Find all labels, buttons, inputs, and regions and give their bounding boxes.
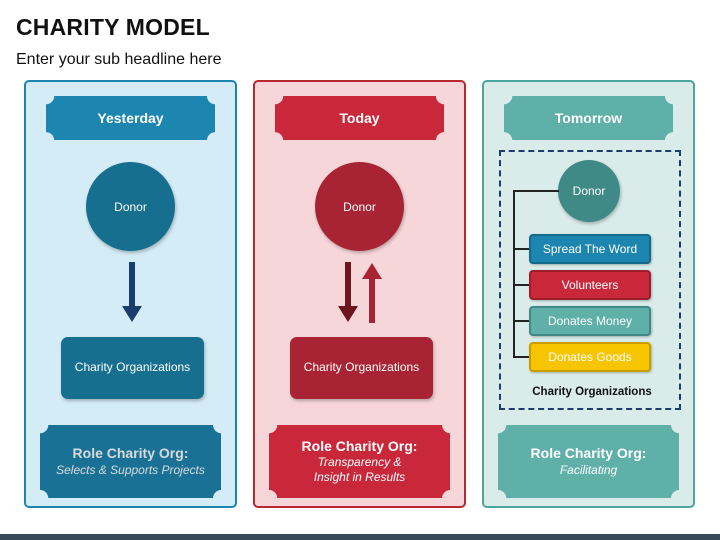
tree-connector bbox=[513, 356, 531, 358]
tomorrow-donor: Donor bbox=[558, 160, 620, 222]
down-arrow-icon bbox=[338, 262, 358, 322]
tomorrow-role-text: Facilitating bbox=[559, 462, 618, 477]
action-donates-money: Donates Money bbox=[529, 306, 651, 336]
tomorrow-panel: Tomorrow Donor Spread The Word Volunteer… bbox=[482, 80, 695, 508]
footer-bar bbox=[0, 534, 720, 540]
today-heading: Today bbox=[275, 96, 444, 140]
down-arrow-icon bbox=[122, 262, 142, 322]
today-organizations: Charity Organizations bbox=[290, 337, 433, 399]
tomorrow-heading: Tomorrow bbox=[504, 96, 673, 140]
yesterday-role-text: Selects & Supports Projects bbox=[56, 462, 205, 477]
tomorrow-organizations-label: Charity Organizations bbox=[532, 386, 652, 398]
action-spread-the-word: Spread The Word bbox=[529, 234, 651, 264]
today-panel: Today Donor Charity Organizations Role C… bbox=[253, 80, 466, 508]
yesterday-donor: Donor bbox=[86, 162, 175, 251]
yesterday-panel: Yesterday Donor Charity Organizations Ro… bbox=[24, 80, 237, 508]
up-arrow-icon bbox=[362, 263, 382, 323]
yesterday-role-title: Role Charity Org: bbox=[72, 445, 189, 462]
tree-connector bbox=[513, 320, 531, 322]
tree-connector bbox=[513, 284, 531, 286]
page-subtitle: Enter your sub headline here bbox=[16, 51, 222, 68]
action-donates-goods: Donates Goods bbox=[529, 342, 651, 372]
tree-connector bbox=[513, 248, 531, 250]
page-title: CHARITY MODEL bbox=[16, 14, 210, 40]
yesterday-role-card: Role Charity Org: Selects & Supports Pro… bbox=[40, 425, 221, 498]
today-role-text: Transparency & Insight in Results bbox=[313, 455, 406, 485]
tomorrow-role-card: Role Charity Org: Facilitating bbox=[498, 425, 679, 498]
today-role-card: Role Charity Org: Transparency & Insight… bbox=[269, 425, 450, 498]
today-role-title: Role Charity Org: bbox=[301, 437, 418, 454]
yesterday-heading: Yesterday bbox=[46, 96, 215, 140]
tomorrow-role-title: Role Charity Org: bbox=[530, 445, 647, 462]
today-donor: Donor bbox=[315, 162, 404, 251]
action-volunteers: Volunteers bbox=[529, 270, 651, 300]
yesterday-organizations: Charity Organizations bbox=[61, 337, 204, 399]
tomorrow-group-box: Donor Spread The Word Volunteers Donates… bbox=[499, 150, 681, 410]
tree-connector bbox=[513, 190, 515, 356]
tree-connector bbox=[513, 190, 559, 192]
